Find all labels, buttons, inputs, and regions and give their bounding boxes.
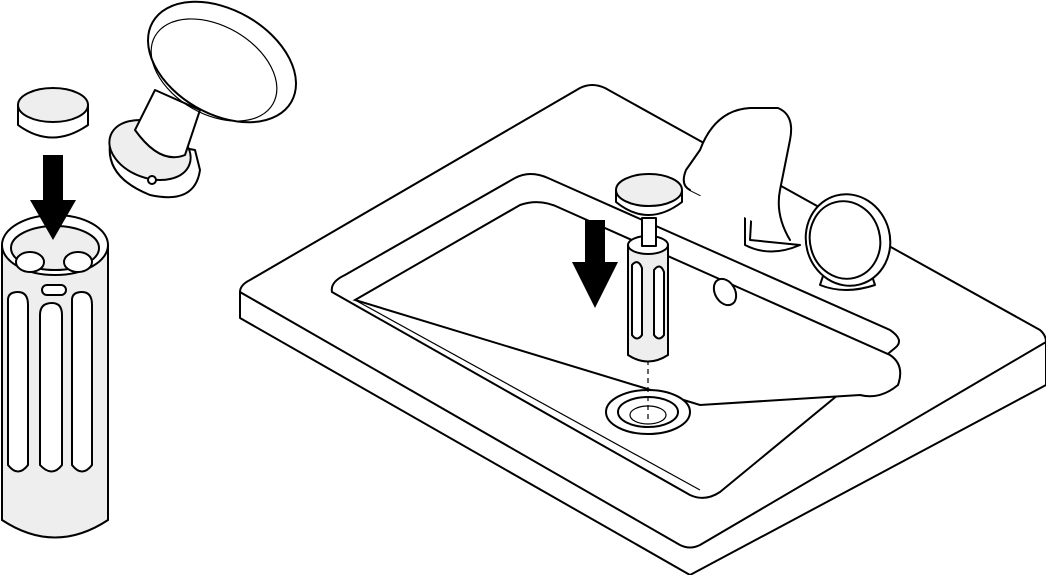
arrow-down-icon <box>572 220 618 308</box>
faucet <box>682 107 801 253</box>
arrow-down-icon <box>30 155 76 240</box>
cartridge-cylinder <box>1 214 109 539</box>
stopper-assembly <box>108 0 297 199</box>
drain <box>605 360 691 435</box>
cap-disc <box>17 87 89 139</box>
overflow-hole <box>712 277 738 307</box>
drain-cartridge <box>615 173 683 363</box>
mixer-handle <box>804 193 892 291</box>
